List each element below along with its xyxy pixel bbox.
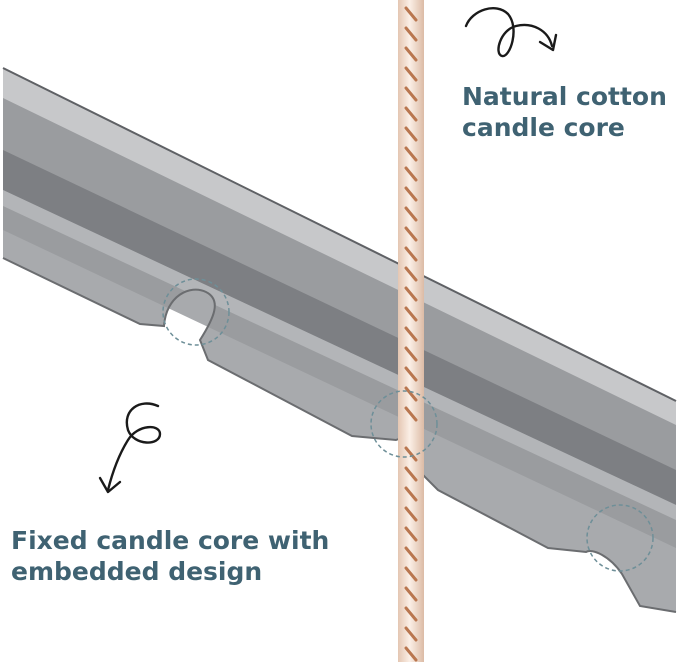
- wick-body: [398, 0, 424, 662]
- slot-callout: Fixed candle core with embedded design: [11, 526, 329, 587]
- steel-strip: [2, 67, 677, 613]
- wick-thread: [404, 6, 418, 662]
- wick-callout-line-1: Natural cotton: [462, 82, 667, 111]
- slot-callout-line-1: Fixed candle core with: [11, 526, 330, 555]
- slot-callout-line-2: embedded design: [11, 556, 263, 586]
- strip-groove: [3, 150, 676, 505]
- wick-callout-line-2: candle core: [462, 112, 625, 142]
- strip-top-edge: [2, 67, 677, 402]
- curly-arrow-icon: [98, 402, 162, 494]
- curly-arrow-icon: [464, 7, 558, 58]
- wick-callout: Natural cotton candle core: [462, 82, 667, 143]
- cotton-wick: [398, 0, 424, 662]
- slot-highlight-right: [586, 504, 654, 572]
- strip-groove-highlight: [3, 190, 676, 520]
- strip-lower-flange: [3, 230, 676, 612]
- slot-highlight-left: [162, 278, 230, 346]
- strip-upper-flange: [3, 68, 676, 425]
- slot-highlight-center: [370, 390, 438, 458]
- strip-bottom-edge: [2, 257, 677, 613]
